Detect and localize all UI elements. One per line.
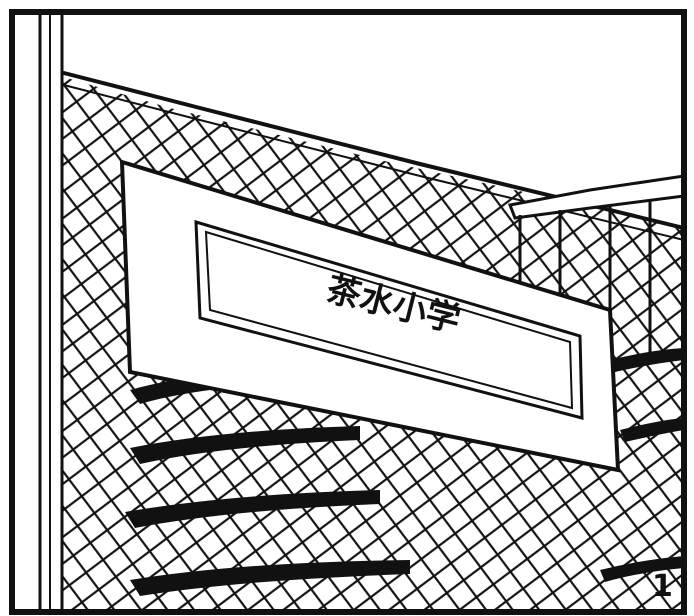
school-sign: 茶水小学 xyxy=(119,159,621,473)
fence-post xyxy=(38,12,64,612)
panel-border xyxy=(9,9,687,615)
panel-number: 1 xyxy=(652,569,673,604)
